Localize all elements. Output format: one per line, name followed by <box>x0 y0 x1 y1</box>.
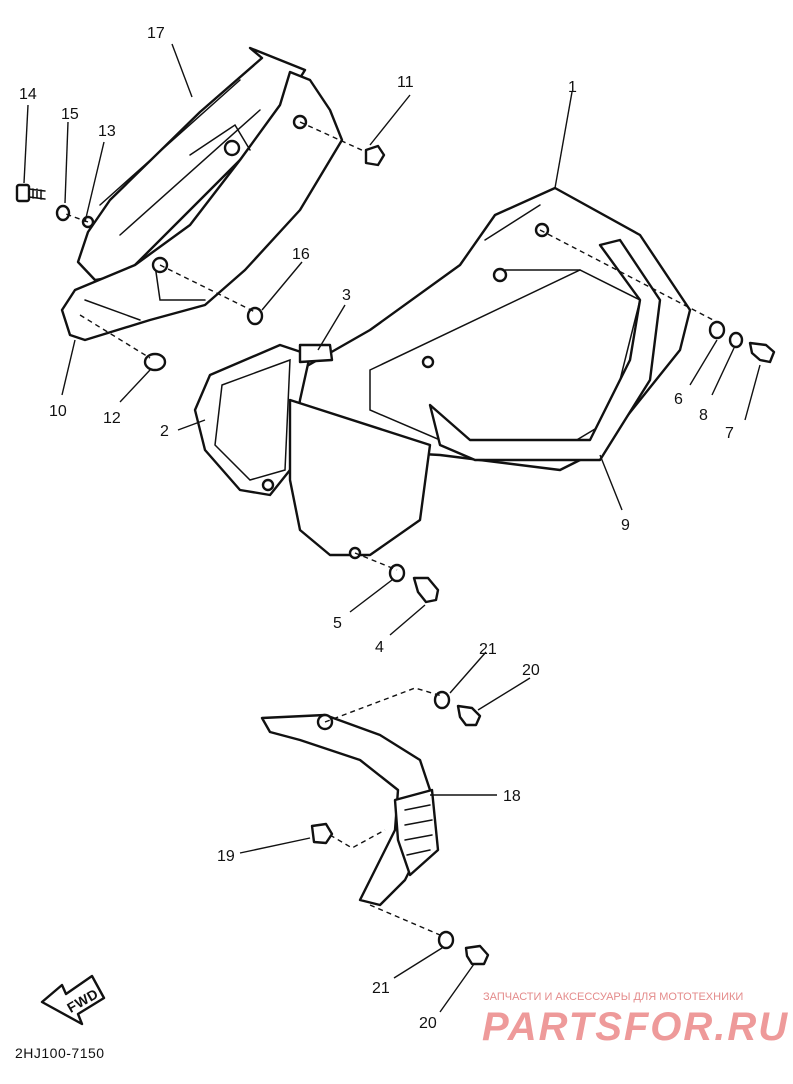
callout-21-upper: 21 <box>479 641 497 658</box>
callout-1: 1 <box>568 79 577 96</box>
watermark: ЗАПЧАСТИ И АКСЕССУАРЫ ДЛЯ МОТОТЕХНИКИ PA… <box>482 991 789 1049</box>
leader-lines <box>23 43 761 1013</box>
callout-19: 19 <box>217 848 235 865</box>
callout-12: 12 <box>103 410 121 427</box>
callout-4: 4 <box>375 639 384 656</box>
callout-18: 18 <box>503 788 521 805</box>
callout-9: 9 <box>621 517 630 534</box>
callout-10: 10 <box>49 403 67 420</box>
lower-cover <box>260 713 440 907</box>
air-cleaner-cover <box>193 343 432 560</box>
callout-5: 5 <box>333 615 342 632</box>
callout-6: 6 <box>674 391 683 408</box>
watermark-brand: PARTSFOR.RU <box>482 1005 789 1049</box>
callout-20-upper: 20 <box>522 662 540 679</box>
callout-13: 13 <box>98 123 116 140</box>
fasteners <box>15 144 776 966</box>
callout-21-lower: 21 <box>372 980 390 997</box>
watermark-tagline: ЗАПЧАСТИ И АКСЕССУАРЫ ДЛЯ МОТОТЕХНИКИ <box>483 991 743 1003</box>
callout-16: 16 <box>292 246 310 263</box>
callout-14: 14 <box>19 86 37 103</box>
side-cover <box>283 186 692 472</box>
callout-labels: 1 2 3 4 5 6 7 8 9 10 11 12 13 14 15 16 1… <box>19 25 734 1032</box>
callout-7: 7 <box>725 425 734 442</box>
callout-11: 11 <box>397 74 414 91</box>
callout-3: 3 <box>342 287 351 304</box>
callout-17: 17 <box>147 25 165 42</box>
fwd-arrow: FWD <box>40 974 106 1026</box>
callout-8: 8 <box>699 407 708 424</box>
callout-15: 15 <box>61 106 79 123</box>
callout-20-lower: 20 <box>419 1015 437 1032</box>
callout-2: 2 <box>160 423 169 440</box>
diagram-code: 2HJ100-7150 <box>15 1045 105 1061</box>
side-cover-bracket <box>60 46 344 342</box>
